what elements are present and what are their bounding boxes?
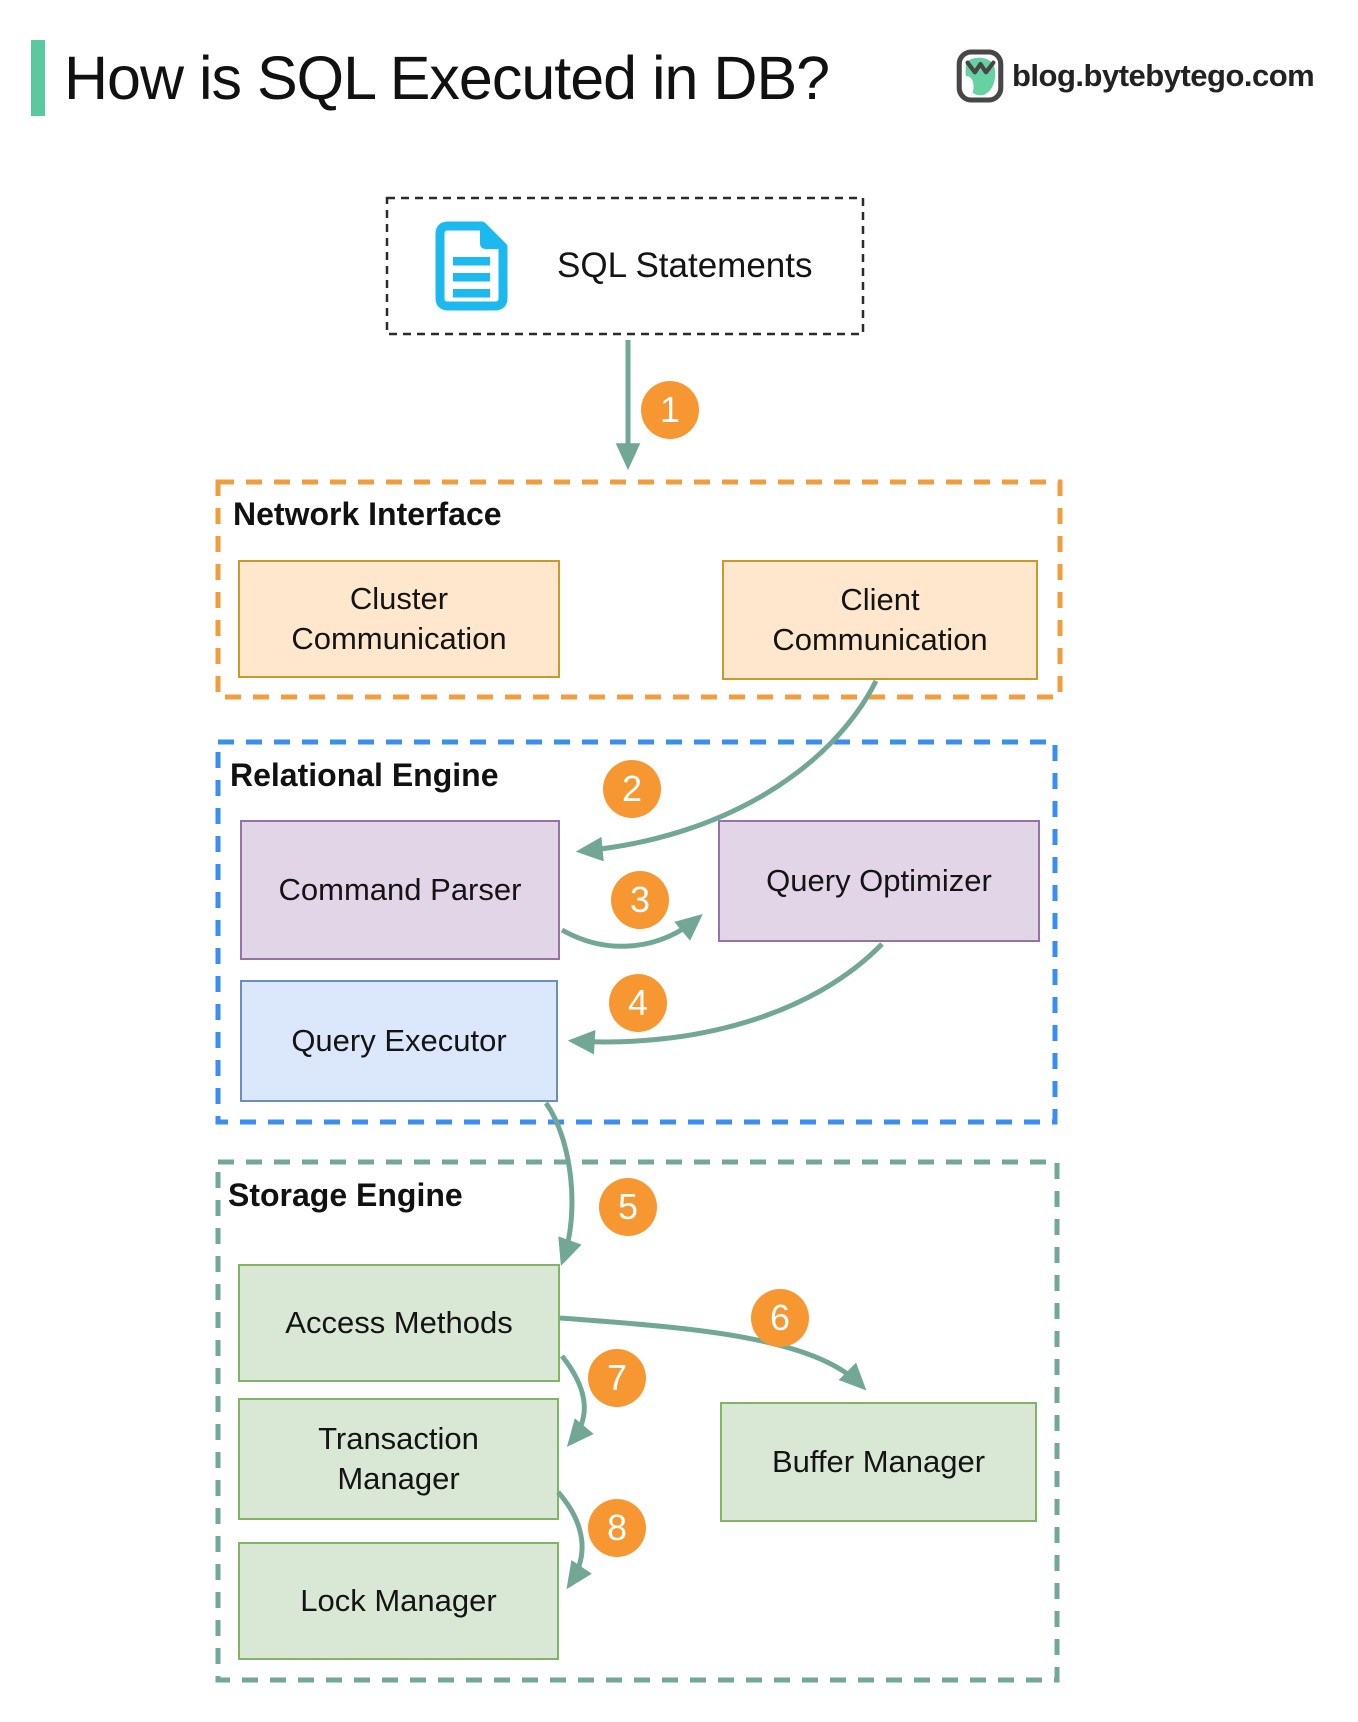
step-badge-7: 7 (588, 1349, 646, 1407)
sql-statements-box: SQL Statements (387, 198, 863, 334)
page-title: How is SQL Executed in DB? (64, 44, 830, 112)
node-client-communication: Client Communication (722, 560, 1038, 680)
brand: blog.bytebytego.com (956, 47, 1315, 105)
node-cluster-communication: Cluster Communication (238, 560, 560, 678)
section-label-relational-engine: Relational Engine (230, 757, 499, 793)
step-badge-6: 6 (751, 1289, 809, 1347)
node-query-optimizer: Query Optimizer (718, 820, 1040, 942)
arrow-5-executor-to-access (543, 1101, 582, 1266)
site-url: blog.bytebytego.com (1012, 58, 1315, 93)
step-badge-5: 5 (599, 1178, 657, 1236)
step-badge-2: 2 (603, 760, 661, 818)
section-label-network-interface: Network Interface (233, 496, 502, 532)
arrow-7-access-to-transaction (560, 1354, 594, 1447)
node-access-methods: Access Methods (238, 1264, 560, 1382)
node-query-executor: Query Executor (240, 980, 558, 1102)
arrow-8-transaction-to-lock (556, 1490, 592, 1590)
sql-document-icon (435, 221, 508, 311)
node-transaction-manager: Transaction Manager (238, 1398, 559, 1520)
node-command-parser: Command Parser (240, 820, 560, 960)
step-badge-4: 4 (609, 974, 667, 1032)
step-badge-8: 8 (588, 1499, 646, 1557)
title-accent-bar (31, 40, 45, 116)
step-badge-3: 3 (611, 871, 669, 929)
node-lock-manager: Lock Manager (238, 1542, 559, 1660)
step-badge-1: 1 (641, 381, 699, 439)
node-buffer-manager: Buffer Manager (720, 1402, 1037, 1522)
sql-statements-label: SQL Statements (557, 246, 813, 285)
section-label-storage-engine: Storage Engine (228, 1177, 463, 1213)
bytebytego-owl-logo-icon (956, 49, 1004, 103)
